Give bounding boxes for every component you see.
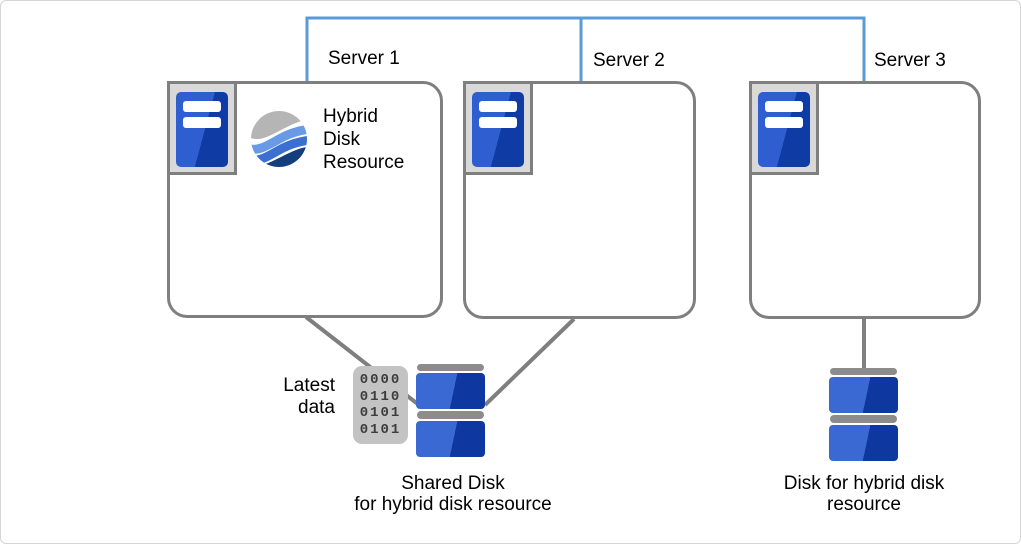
disk-platter (416, 421, 485, 457)
server-tower-icon (472, 92, 524, 167)
binary-row: 0000 (359, 372, 402, 388)
disk-cap (830, 368, 897, 375)
hybrid-disk-resource-label: Hybrid Disk Resource (323, 106, 405, 173)
server1-label: Server 1 (328, 48, 400, 69)
disk-cap (417, 364, 484, 371)
binary-row: 0110 (359, 388, 402, 405)
disk-platter (829, 425, 898, 461)
server-tower-icon (758, 92, 810, 167)
server-drive-slot-icon (183, 101, 221, 112)
shared-disk-caption: Shared Disk for hybrid disk resource (354, 473, 552, 515)
latest-data-label: Latest data (283, 375, 335, 418)
server3-label: Server 3 (874, 50, 946, 71)
server2-icon (463, 81, 533, 175)
binary-row: 0101 (359, 405, 402, 421)
server3-icon (749, 81, 819, 175)
server-drive-slot-icon (765, 117, 803, 128)
disk-platter (829, 377, 898, 413)
server-drive-slot-icon (479, 117, 517, 128)
binary-data-icon: 0000 0110 0101 0101 (353, 366, 408, 444)
server2-label: Server 2 (593, 50, 665, 71)
server1-icon (167, 81, 237, 175)
server-tower-icon (176, 92, 228, 167)
server-drive-slot-icon (479, 101, 517, 112)
disk-cap (830, 415, 897, 423)
server-drive-slot-icon (765, 101, 803, 112)
server2-box (463, 81, 696, 319)
hybrid-disk-caption: Disk for hybrid disk resource (783, 473, 945, 515)
disk-cap (417, 411, 484, 419)
binary-row: 0101 (359, 421, 402, 438)
disk-platter (416, 373, 485, 409)
server2-disk-line (483, 317, 576, 407)
hybrid-disk-resource-icon (251, 111, 307, 167)
server-drive-slot-icon (183, 117, 221, 128)
